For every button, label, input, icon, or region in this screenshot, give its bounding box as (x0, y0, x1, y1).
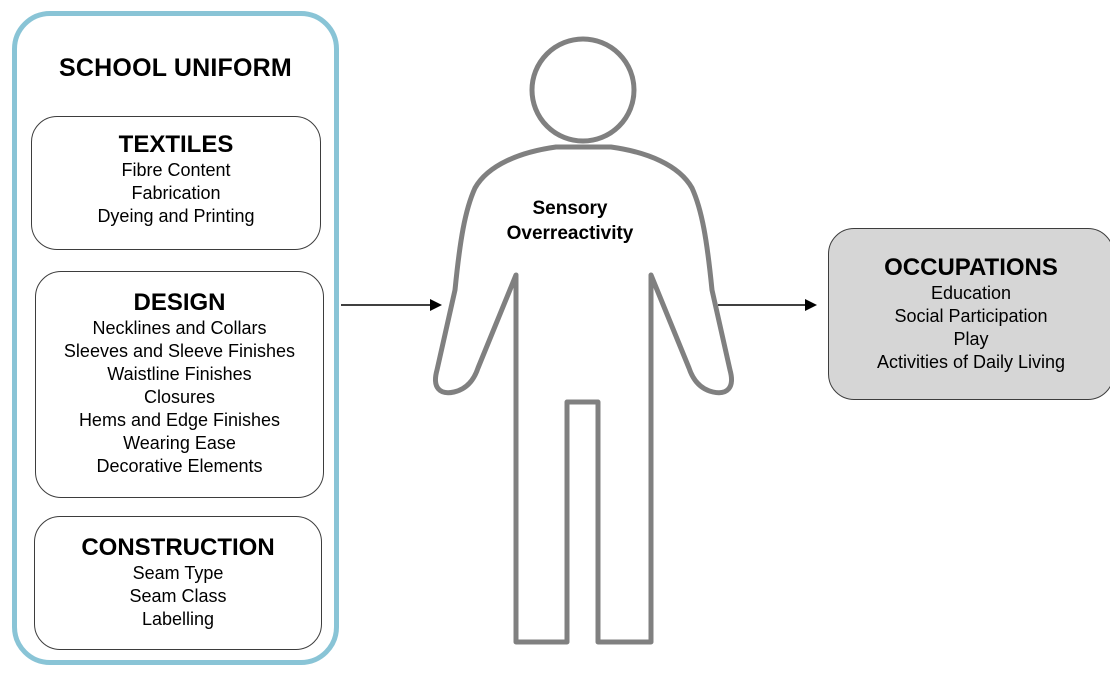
list-item: Seam Class (129, 586, 227, 606)
list-item: Dyeing and Printing (97, 206, 255, 226)
list-item: Labelling (141, 609, 215, 629)
list-item: Fabrication (131, 183, 221, 203)
design-heading: DESIGN (133, 289, 226, 316)
list-item: Fibre Content (121, 160, 231, 180)
design-box: DESIGN Necklines and Collars Sleeves and… (35, 271, 324, 498)
sensory-overreactivity-label: Sensory Overreactivity (480, 196, 660, 246)
construction-box: CONSTRUCTION Seam Type Seam Class Labell… (34, 516, 322, 650)
list-item: Sleeves and Sleeve Finishes (63, 341, 296, 361)
list-item: Play (953, 329, 989, 349)
list-item: Education (930, 283, 1012, 303)
center-label-line1: Sensory (532, 198, 608, 219)
construction-heading: CONSTRUCTION (81, 534, 275, 561)
design-list: Necklines and Collars Sleeves and Sleeve… (36, 317, 323, 478)
list-item: Necklines and Collars (92, 318, 267, 338)
list-item: Wearing Ease (123, 433, 236, 453)
center-label-line2: Overreactivity (506, 223, 634, 244)
list-item: Closures (143, 387, 216, 407)
person-body-icon (433, 144, 734, 645)
list-item: Social Participation (894, 306, 1048, 326)
occupations-box: OCCUPATIONS Education Social Participati… (828, 228, 1110, 400)
list-item: Activities of Daily Living (876, 352, 1066, 372)
textiles-heading: TEXTILES (118, 131, 234, 158)
occupations-list: Education Social Participation Play Acti… (829, 282, 1110, 374)
list-item: Seam Type (132, 563, 224, 583)
list-item: Waistline Finishes (107, 364, 252, 384)
construction-list: Seam Type Seam Class Labelling (35, 562, 321, 631)
list-item: Decorative Elements (96, 456, 263, 476)
person-head-icon (529, 36, 637, 144)
textiles-box: TEXTILES Fibre Content Fabrication Dyein… (31, 116, 321, 250)
school-uniform-title: SCHOOL UNIFORM (59, 54, 292, 82)
textiles-list: Fibre Content Fabrication Dyeing and Pri… (32, 159, 320, 228)
list-item: Hems and Edge Finishes (78, 410, 281, 430)
occupations-heading: OCCUPATIONS (884, 254, 1058, 281)
